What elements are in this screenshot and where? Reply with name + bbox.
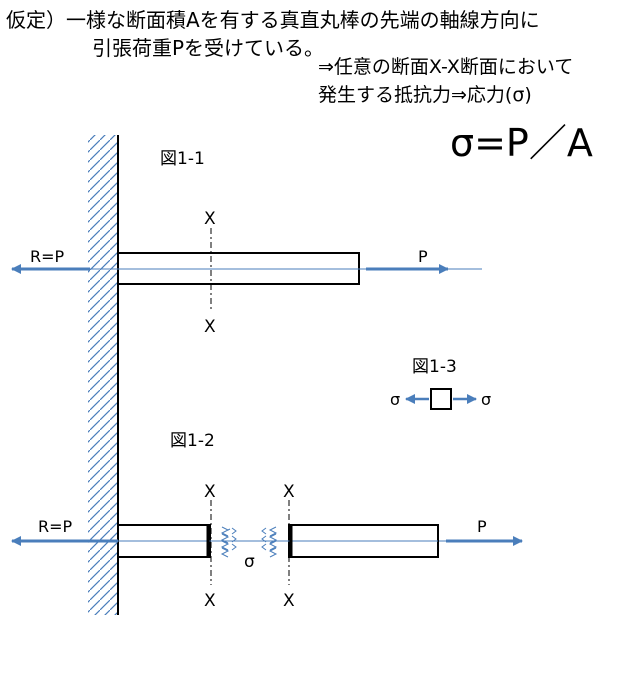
reaction-label-2: R=P (38, 517, 73, 536)
section-label-top-1: X (204, 209, 216, 229)
wall-hatch-1 (88, 135, 118, 615)
section-label-bottom-2-right: X (283, 591, 295, 611)
figure-1-3: 図1-3 σ σ (390, 357, 491, 410)
figure-1-3-title: 図1-3 (412, 357, 457, 377)
section-label-bottom-2-left: X (204, 591, 216, 611)
stress-formula: σ=P／A (450, 121, 593, 165)
figure-1-1: 図1-1 X X R=P P (11, 135, 482, 615)
section-label-top-2-right: X (283, 482, 295, 502)
section-label-bottom-1: X (204, 317, 216, 337)
conclusion-text-line2: 発生する抵抗力⇒応力(σ) (318, 84, 532, 106)
reaction-label-1: R=P (30, 247, 65, 266)
stress-label-sigma: σ (244, 552, 255, 572)
figure-1-2-title: 図1-2 (170, 431, 215, 451)
stress-element (430, 388, 452, 410)
load-label-1: P (418, 247, 428, 266)
load-label-2: P (477, 517, 487, 536)
stress-arrows-right-face (261, 526, 278, 558)
section-label-top-2-left: X (204, 482, 216, 502)
stress-arrows-left-face (220, 526, 237, 558)
conclusion-text-line1: ⇒任意の断面X-X断面において (318, 56, 574, 78)
stress-label-right: σ (481, 390, 491, 409)
assumption-text-line1: 仮定）一様な断面積Aを有する真直丸棒の先端の軸線方向に (6, 8, 540, 32)
figure-1-2: 図1-2 X X X X (11, 431, 523, 611)
stress-label-left: σ (390, 390, 400, 409)
assumption-text-line2: 引張荷重Pを受けている。 (92, 36, 325, 60)
figure-1-1-title: 図1-1 (160, 149, 205, 169)
